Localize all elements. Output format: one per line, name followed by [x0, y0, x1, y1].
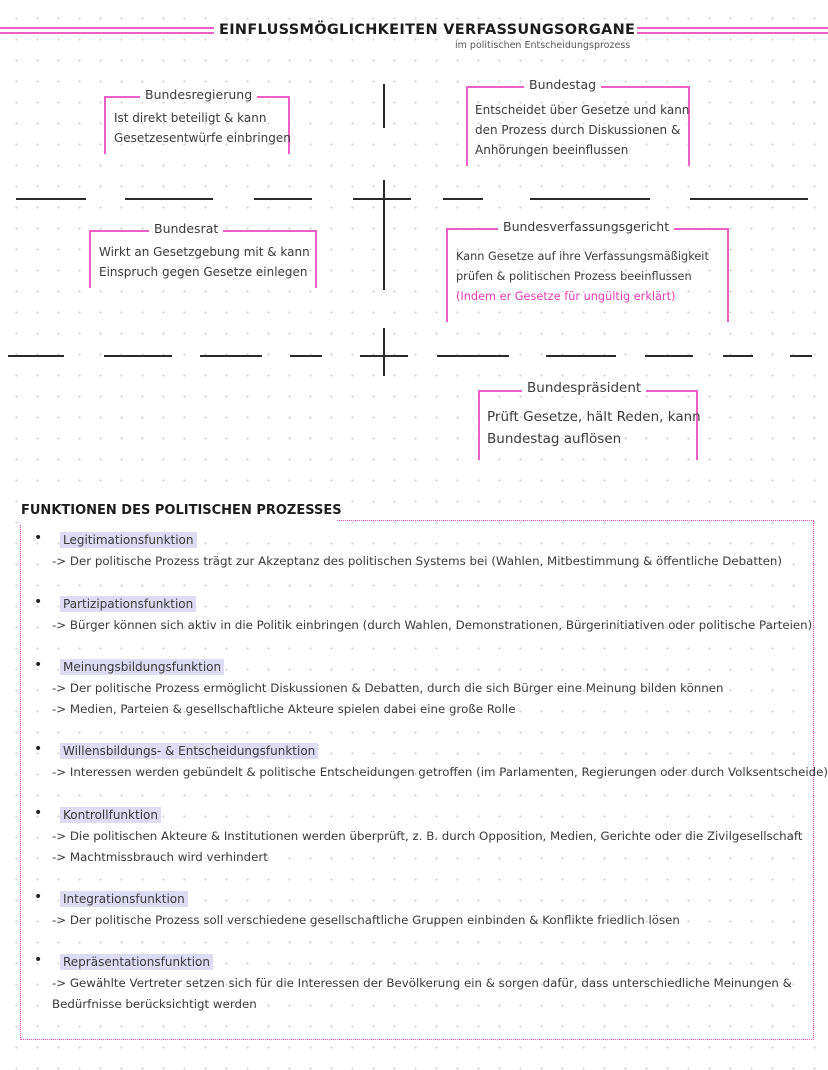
organ-title: Bundespräsident — [522, 380, 647, 396]
functions-title-backdrop — [18, 500, 336, 524]
organ-title: Bundesverfassungsgericht — [498, 219, 675, 234]
divider-horizontal-segment — [437, 355, 509, 357]
title-rule-right-1 — [594, 27, 828, 29]
organ-description: Kann Gesetze auf ihre Verfassungsmäßigke… — [456, 247, 709, 307]
divider-horizontal-segment — [546, 355, 616, 357]
divider-vertical-top — [383, 84, 385, 128]
bullet-icon: • — [34, 594, 43, 610]
divider-vertical-bottom — [383, 328, 385, 376]
bullet-icon: • — [34, 530, 43, 546]
divider-horizontal-segment — [290, 355, 322, 357]
divider-horizontal-segment — [360, 355, 408, 357]
divider-horizontal-segment — [645, 355, 693, 357]
divider-horizontal-segment — [254, 198, 312, 200]
divider-horizontal-segment — [443, 198, 483, 200]
bullet-icon: • — [34, 952, 43, 968]
organ-description: Prüft Gesetze, hält Reden, kann Bundesta… — [487, 409, 701, 447]
functions-title: FUNKTIONEN DES POLITISCHEN PROZESSES — [21, 503, 342, 518]
bullet-icon: • — [34, 741, 43, 757]
function-name: Integrationsfunktion — [60, 891, 188, 907]
page-subtitle: im politischen Entscheidungsprozess — [455, 40, 631, 51]
function-name: Partizipationsfunktion — [60, 596, 197, 612]
function-name: Repräsentationsfunktion — [60, 954, 213, 970]
divider-horizontal-segment — [530, 198, 650, 200]
bullet-icon: • — [34, 657, 43, 673]
divider-horizontal-segment — [690, 198, 808, 200]
divider-horizontal-segment — [790, 355, 812, 357]
divider-horizontal-segment — [200, 355, 262, 357]
organ-title: Bundestag — [524, 77, 602, 92]
organ-note: (Indem er Gesetze für ungültig erklärt) — [456, 290, 676, 303]
page-title: EINFLUSSMÖGLICHKEITEN VERFASSUNGSORGANE — [217, 22, 638, 38]
function-name: Meinungsbildungsfunktion — [60, 659, 225, 675]
divider-horizontal-segment — [16, 198, 86, 200]
organ-description: Ist direkt beteiligt & kann Gesetzesentw… — [114, 111, 291, 145]
title-rule-right-2 — [594, 32, 828, 34]
function-name: Legitimationsfunktion — [60, 532, 197, 548]
organ-title: Bundesregierung — [140, 87, 258, 102]
function-name: Kontrollfunktion — [60, 807, 161, 823]
divider-horizontal-segment — [125, 198, 213, 200]
divider-horizontal-segment — [8, 355, 64, 357]
title-rule-left-2 — [0, 32, 214, 34]
title-rule-left-1 — [0, 27, 214, 29]
organ-description: Wirkt an Gesetzgebung mit & kann Einspru… — [99, 245, 310, 279]
function-name: Willensbildungs- & Entscheidungsfunktion — [60, 743, 319, 759]
bullet-icon: • — [34, 805, 43, 821]
organ-title: Bundesrat — [149, 221, 224, 236]
divider-vertical-middle — [383, 180, 385, 290]
bullet-icon: • — [34, 889, 43, 905]
divider-horizontal-segment — [104, 355, 172, 357]
divider-horizontal-segment — [353, 198, 411, 200]
functions-box — [20, 520, 814, 1040]
organ-description: Entscheidet über Gesetze und kann den Pr… — [475, 103, 690, 157]
divider-horizontal-segment — [723, 355, 753, 357]
